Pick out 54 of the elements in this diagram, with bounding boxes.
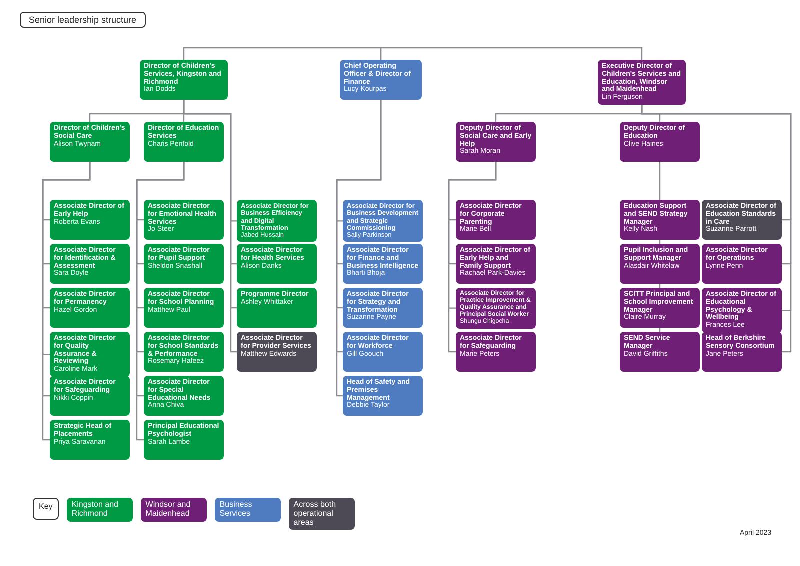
role-box [702, 288, 782, 334]
role-box [343, 244, 423, 284]
role-box [343, 200, 423, 242]
role-box [237, 332, 317, 372]
role-box [144, 244, 224, 284]
role-box [237, 288, 317, 328]
connector-line [136, 162, 185, 441]
connector-line [380, 47, 643, 60]
role-box [343, 288, 423, 328]
role-box [144, 122, 224, 162]
role-box [237, 200, 317, 242]
role-box [702, 244, 782, 284]
role-box [237, 244, 317, 284]
connector-line [448, 162, 497, 353]
role-box [456, 332, 536, 372]
legend-key-label: Key [33, 498, 59, 520]
role-box [50, 420, 130, 460]
role-box [620, 200, 700, 240]
role-box [144, 200, 224, 240]
connector-line [659, 162, 661, 200]
chart-title: Senior leadership structure [20, 12, 146, 28]
role-box [144, 376, 224, 416]
role-box [144, 288, 224, 328]
role-box [620, 244, 700, 284]
role-box [50, 288, 130, 328]
legend-swatch: Business Services [214, 498, 281, 522]
role-box [620, 122, 700, 162]
role-box [702, 200, 782, 240]
role-box [456, 122, 536, 162]
role-box [50, 244, 130, 284]
role-box [343, 332, 423, 372]
legend-swatch: Across both operational areas [288, 498, 355, 530]
role-box [50, 200, 130, 240]
role-box [50, 122, 130, 162]
connector-line [42, 162, 91, 441]
connector-line [641, 105, 792, 353]
role-box [456, 288, 536, 329]
connector-line [183, 100, 237, 353]
role-box [140, 60, 228, 100]
role-box [598, 60, 686, 106]
role-box [340, 60, 422, 100]
role-box [144, 420, 224, 460]
role-box [702, 332, 782, 372]
connector-line [183, 47, 382, 60]
role-box [144, 332, 224, 372]
role-box [620, 332, 700, 372]
role-box [343, 376, 423, 416]
legend-swatch: Windsor and Maidenhead [140, 498, 207, 522]
role-box [456, 200, 536, 240]
role-box [456, 244, 536, 284]
role-box [620, 288, 700, 328]
role-box [50, 332, 130, 378]
role-box [50, 376, 130, 416]
legend-swatch: Kingston and Richmond [66, 498, 133, 522]
